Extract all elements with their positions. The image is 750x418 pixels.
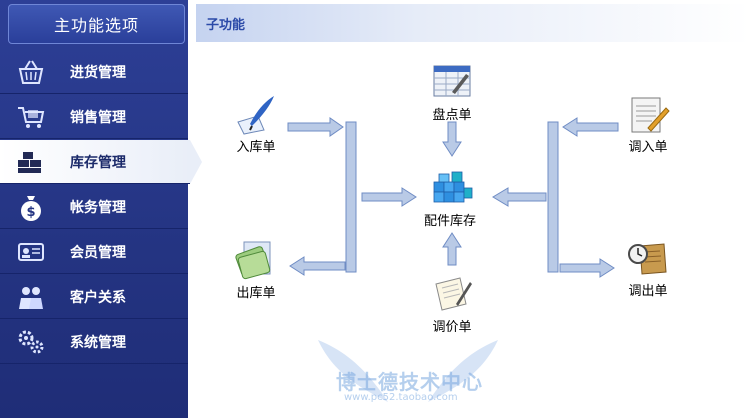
arrow-stocktake [442, 121, 462, 157]
sidebar-item-label: 系统管理 [70, 334, 126, 351]
watermark-url: www.pc52.taobao.com [344, 392, 458, 403]
sidebar-item-label: 客户关系 [70, 289, 126, 306]
blocks-cube-icon [428, 168, 473, 208]
node-label: 调入单 [628, 140, 668, 155]
node-label: 配件库存 [424, 214, 477, 229]
sidebar-item-system[interactable]: 系统管理 [0, 320, 188, 364]
svg-text:$: $ [26, 205, 35, 220]
sidebar-item-members[interactable]: 会员管理 [0, 230, 188, 274]
node-stock-out[interactable]: 出库单 [234, 240, 278, 301]
sidebar: 主功能选项 进货管理 销售管理 [0, 0, 202, 418]
sidebar-item-label: 销售管理 [70, 109, 126, 126]
node-label: 入库单 [236, 140, 276, 155]
arrow-transfer-in [562, 117, 619, 137]
quill-document-icon [234, 94, 278, 135]
sidebar-item-customers[interactable]: 客户关系 [0, 275, 188, 319]
arrow-price-adjust [442, 232, 462, 266]
cash-stack-icon [234, 240, 278, 280]
subfunction-title: 子功能 [206, 18, 246, 33]
arrow-stock-in [287, 117, 344, 137]
node-label: 调出单 [628, 284, 668, 299]
gears-icon [14, 327, 48, 357]
subfunction-header: 子功能 [196, 4, 750, 42]
member-card-icon [14, 237, 48, 267]
cart-icon [14, 102, 48, 132]
sidebar-item-label: 进货管理 [70, 64, 126, 81]
node-stock-in[interactable]: 入库单 [234, 94, 278, 155]
arrow-left-bar-to-inventory [361, 187, 417, 207]
watermark-text: 博士德技术中心 [336, 370, 483, 394]
right-connector-bar [547, 121, 559, 273]
basket-icon [14, 57, 48, 87]
node-label: 调价单 [432, 320, 472, 335]
document-pen-icon [430, 274, 474, 314]
sidebar-item-accounts[interactable]: $ 帐务管理 [0, 185, 188, 229]
notepad-pencil-icon [626, 94, 670, 134]
arrow-right-bar-to-inventory [492, 187, 547, 207]
node-price-adjust[interactable]: 调价单 [430, 274, 474, 335]
node-transfer-out[interactable]: 调出单 [626, 238, 670, 299]
node-stocktake[interactable]: 盘点单 [430, 62, 474, 123]
node-parts-inventory[interactable]: 配件库存 [424, 168, 476, 229]
gold-bars-icon [14, 147, 48, 177]
money-bag-icon: $ [14, 192, 48, 222]
sidebar-item-label: 帐务管理 [70, 199, 126, 216]
spreadsheet-pencil-icon [430, 62, 474, 102]
node-label: 出库单 [236, 286, 276, 301]
watermark-wings-logo [318, 340, 498, 402]
sidebar-title: 主功能选项 [8, 4, 185, 44]
sidebar-item-sales[interactable]: 销售管理 [0, 95, 188, 139]
left-connector-bar [345, 121, 357, 273]
clock-scroll-icon [626, 238, 670, 278]
node-label: 盘点单 [432, 108, 472, 123]
sidebar-item-purchase[interactable]: 进货管理 [0, 50, 188, 94]
sidebar-item-label: 会员管理 [70, 244, 126, 261]
sidebar-item-inventory[interactable]: 库存管理 [0, 140, 202, 184]
people-icon [14, 282, 48, 312]
arrow-transfer-out [559, 258, 615, 278]
sidebar-item-label: 库存管理 [70, 154, 126, 171]
node-transfer-in[interactable]: 调入单 [626, 94, 670, 155]
arrow-stock-out [289, 256, 346, 276]
